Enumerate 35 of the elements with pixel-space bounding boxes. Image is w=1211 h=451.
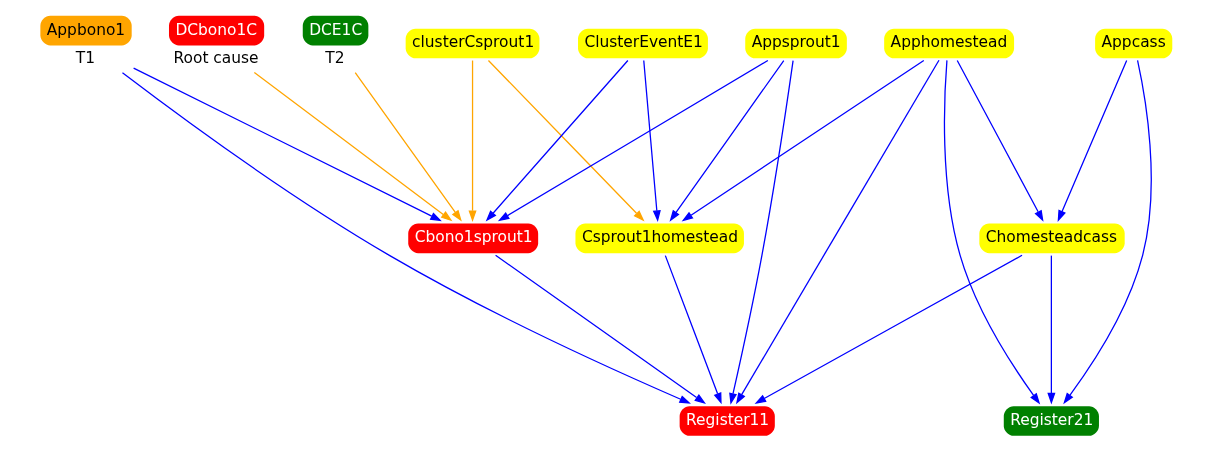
arrow	[669, 59, 784, 222]
arrow	[735, 59, 940, 405]
arrow	[468, 59, 477, 223]
arrow	[1057, 59, 1127, 222]
arrow	[1062, 59, 1152, 405]
node-label: T1	[75, 48, 95, 67]
node-box: DCE1C	[302, 15, 368, 46]
node-label: Root cause	[172, 48, 259, 67]
node-box: DCbono1C	[168, 15, 264, 46]
node-box: Apphomestead	[883, 28, 1014, 59]
node-box: Register21	[1003, 406, 1099, 436]
node-box: Register11	[679, 406, 775, 436]
node-box: ClusterEventE1	[577, 28, 708, 59]
node-box: Chomesteadcass	[978, 223, 1125, 254]
arrow	[956, 59, 1044, 222]
node-box: Appbono1	[39, 15, 132, 46]
arrow	[494, 254, 706, 405]
node-label: T2	[324, 48, 344, 67]
node-box: clusterCsprout1	[405, 28, 539, 59]
node-box: Csprout1homestead	[574, 223, 744, 254]
arrow	[754, 254, 1023, 404]
arrow	[121, 72, 691, 404]
arrow	[642, 59, 661, 223]
arrow	[728, 59, 794, 405]
arrow	[943, 59, 1040, 405]
arrow	[681, 59, 924, 222]
arrow	[664, 254, 722, 405]
arrow	[354, 71, 462, 222]
arrow	[253, 71, 452, 222]
arrow	[132, 67, 442, 222]
node-box: Appsprout1	[744, 28, 847, 59]
node-box: Cbono1sprout1	[407, 223, 538, 254]
node-box: Appcass	[1094, 28, 1172, 59]
arrow	[1046, 254, 1055, 405]
arrow	[497, 59, 769, 222]
